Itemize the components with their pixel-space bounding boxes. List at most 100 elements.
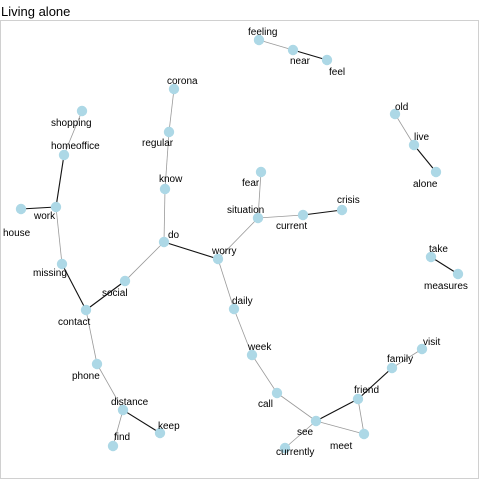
label-layer: feelingnearfeelcoronaregularknowdoworryf… xyxy=(3,27,468,458)
node-label-work: work xyxy=(33,211,56,222)
edge-shopping-homeoffice xyxy=(63,110,83,156)
node-work xyxy=(50,201,62,213)
node-do xyxy=(158,236,170,248)
node-label-regular: regular xyxy=(142,138,174,149)
node-label-do: do xyxy=(168,230,180,241)
edge-distance-keep xyxy=(122,409,161,434)
edge-situation-current xyxy=(257,214,304,219)
node-label-fear: fear xyxy=(242,178,260,189)
node-feel xyxy=(321,54,333,66)
edge-feeling-near xyxy=(258,39,294,51)
node-label-near: near xyxy=(290,56,311,67)
edge-take-measures xyxy=(430,256,459,275)
edge-worry-daily xyxy=(217,258,235,310)
node-family xyxy=(386,362,398,374)
edge-work-house xyxy=(20,206,57,210)
node-meet xyxy=(358,428,370,440)
edge-missing-contact xyxy=(61,263,87,311)
node-homeoffice xyxy=(58,149,70,161)
node-label-feel: feel xyxy=(329,67,345,78)
node-label-corona: corona xyxy=(167,76,198,87)
edge-family-friend xyxy=(357,367,393,400)
node-week xyxy=(246,349,258,361)
edge-know-do xyxy=(163,188,166,243)
node-currently xyxy=(279,442,291,454)
node-label-know: know xyxy=(159,174,183,185)
edge-week-call xyxy=(251,354,278,394)
node-house xyxy=(15,203,27,215)
node-worry xyxy=(212,253,224,265)
edge-old-live xyxy=(394,113,415,146)
node-label-old: old xyxy=(395,102,408,113)
node-social xyxy=(119,275,131,287)
node-phone xyxy=(91,358,103,370)
edge-do-worry xyxy=(163,241,219,260)
node-label-house: house xyxy=(3,228,31,239)
edge-do-social xyxy=(124,241,165,282)
word-network-graph: feelingnearfeelcoronaregularknowdoworryf… xyxy=(0,20,479,479)
node-label-meet: meet xyxy=(330,441,352,452)
node-visit xyxy=(416,343,428,355)
edge-friend-see xyxy=(315,398,359,422)
node-label-contact: contact xyxy=(58,317,90,328)
node-distance xyxy=(117,404,129,416)
node-label-find: find xyxy=(114,432,130,443)
node-keep xyxy=(154,427,166,439)
node-feeling xyxy=(253,34,265,46)
node-label-call: call xyxy=(258,399,273,410)
node-see xyxy=(310,415,322,427)
node-measures xyxy=(452,268,464,280)
edge-worry-situation xyxy=(217,217,259,260)
node-label-keep: keep xyxy=(158,421,180,432)
node-layer xyxy=(15,34,464,454)
node-situation xyxy=(252,212,264,224)
node-daily xyxy=(228,303,240,315)
node-live xyxy=(408,139,420,151)
node-contact xyxy=(80,304,92,316)
node-fear xyxy=(255,166,267,178)
node-old xyxy=(389,108,401,120)
edge-live-alone xyxy=(413,144,437,173)
edge-contact-phone xyxy=(85,309,98,365)
edge-see-meet xyxy=(315,420,365,435)
node-label-worry: worry xyxy=(211,246,236,257)
node-label-current: current xyxy=(276,221,307,232)
edge-daily-week xyxy=(233,308,253,356)
node-label-see: see xyxy=(297,427,314,438)
edge-social-contact xyxy=(85,280,126,311)
edge-visit-family xyxy=(391,348,423,369)
node-label-social: social xyxy=(102,288,128,299)
edge-corona-regular xyxy=(168,88,175,133)
node-label-phone: phone xyxy=(72,371,100,382)
node-label-friend: friend xyxy=(354,385,379,396)
node-friend xyxy=(352,393,364,405)
edge-near-feel xyxy=(292,49,328,61)
node-corona xyxy=(168,83,180,95)
edge-friend-meet xyxy=(357,398,365,435)
node-label-currently: currently xyxy=(276,447,314,458)
node-label-missing: missing xyxy=(33,268,67,279)
node-label-live: live xyxy=(414,132,429,143)
node-label-measures: measures xyxy=(424,281,468,292)
node-near xyxy=(287,44,299,56)
node-label-shopping: shopping xyxy=(51,118,92,129)
chart-title: Living alone xyxy=(1,4,71,19)
node-label-situation: situation xyxy=(227,205,264,216)
node-label-daily: daily xyxy=(232,296,253,307)
node-label-distance: distance xyxy=(111,397,149,408)
node-label-visit: visit xyxy=(423,337,440,348)
edge-call-see xyxy=(276,392,317,422)
edge-phone-distance xyxy=(96,363,124,411)
node-regular xyxy=(163,126,175,138)
edge-work-missing xyxy=(55,206,63,265)
node-label-week: week xyxy=(247,342,272,353)
node-shopping xyxy=(76,105,88,117)
node-label-homeoffice: homeoffice xyxy=(51,141,100,152)
node-call xyxy=(271,387,283,399)
node-alone xyxy=(430,166,442,178)
node-crisis xyxy=(336,204,348,216)
node-current xyxy=(297,209,309,221)
node-find xyxy=(107,440,119,452)
edge-regular-know xyxy=(164,131,170,190)
edge-fear-situation xyxy=(257,171,262,219)
